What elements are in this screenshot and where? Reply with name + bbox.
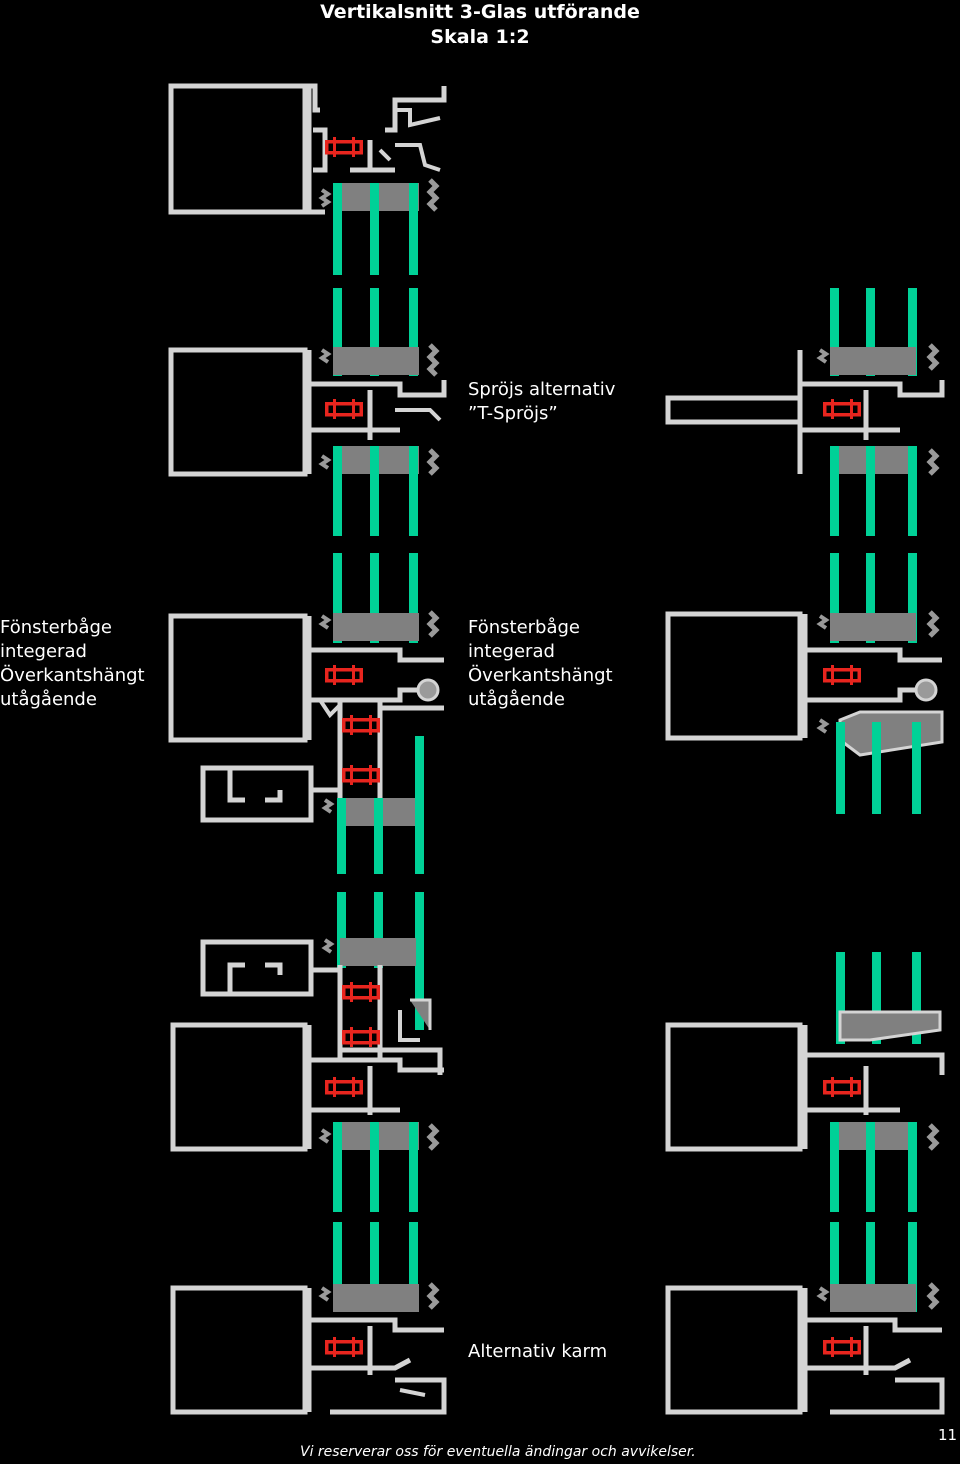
section-mullion-left	[168, 288, 447, 536]
middle-sash-label: Fönsterbåge integerad Överkantshängt utå…	[468, 617, 613, 710]
sprojs-label: Spröjs alternativ	[468, 379, 616, 400]
section-alternative-frame	[665, 1222, 945, 1415]
section-sill-integrated-right	[665, 952, 945, 1212]
section-sill-left	[170, 1222, 447, 1415]
section-integrated-sash-right	[665, 553, 944, 814]
section-top-head	[168, 83, 447, 275]
left-sash-label: Fönsterbåge integerad Överkantshängt utå…	[0, 617, 145, 710]
section-sill-integrated-left	[170, 892, 444, 1212]
page-number: 11	[938, 1426, 958, 1444]
section-integrated-sash-left	[168, 553, 444, 874]
sprojs-type-label: ”T-Spröjs”	[468, 403, 558, 424]
scale-label: Skala 1:2	[430, 26, 530, 48]
disclaimer: Vi reserverar oss för eventuella ändinga…	[300, 1444, 696, 1460]
page-title: Vertikalsnitt 3-Glas utförande	[320, 1, 640, 23]
alt-frame-label: Alternativ karm	[468, 1341, 608, 1362]
section-t-sprojs	[665, 288, 945, 536]
